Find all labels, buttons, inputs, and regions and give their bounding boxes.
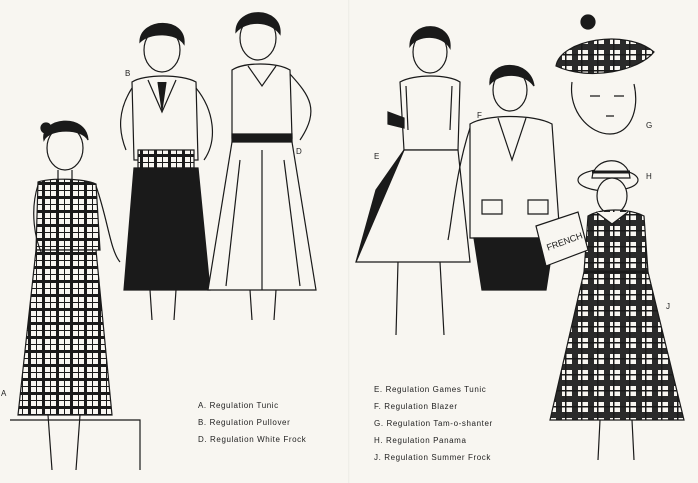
figure-j-summer-frock	[535, 160, 685, 461]
letter-a: A	[1, 389, 7, 398]
figure-a-tunic	[10, 120, 141, 471]
figure-d-white-frock	[207, 12, 317, 321]
caption-j: J. Regulation Summer Frock	[374, 453, 491, 462]
letter-g: G	[646, 121, 653, 130]
figure-f-blazer	[447, 64, 561, 291]
caption-a: A. Regulation Tunic	[198, 401, 279, 410]
letter-b: B	[125, 69, 131, 78]
caption-e: E. Regulation Games Tunic	[374, 385, 487, 394]
figure-g-tam-o-shanter	[555, 14, 655, 135]
letter-d: D	[296, 147, 303, 156]
caption-g: G. Regulation Tam-o-shanter	[374, 419, 493, 428]
letter-f: F	[477, 111, 483, 120]
caption-h: H. Regulation Panama	[374, 436, 467, 445]
figure-b-pullover	[120, 22, 214, 321]
letter-h: H	[646, 172, 653, 181]
caption-f: F. Regulation Blazer	[374, 402, 458, 411]
caption-b: B. Regulation Pullover	[198, 418, 291, 427]
caption-d: D. Regulation White Frock	[198, 435, 307, 444]
letter-j: J	[666, 302, 671, 311]
page-gutter	[348, 0, 350, 483]
figure-e-games-tunic	[355, 26, 471, 336]
letter-e: E	[374, 152, 380, 161]
